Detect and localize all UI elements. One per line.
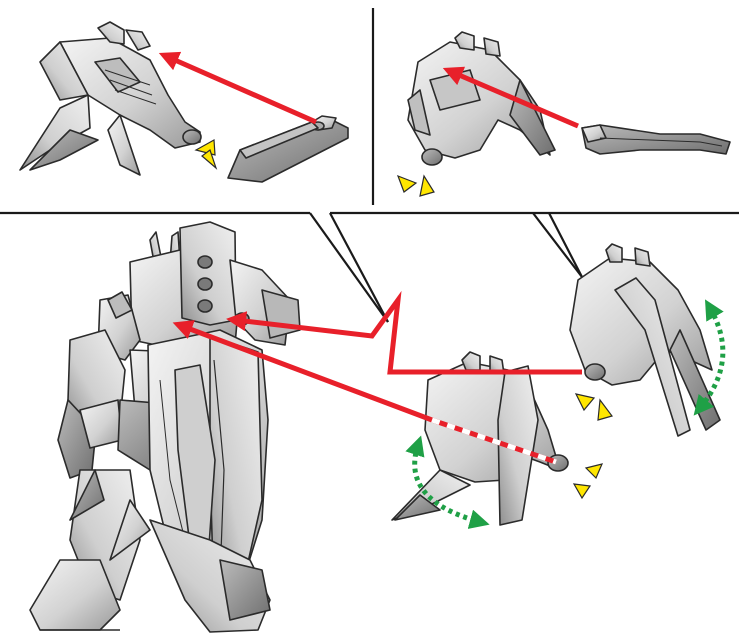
insert-arrow-top-left	[168, 57, 316, 122]
detached-shoulder-part	[570, 244, 720, 436]
yellow-triangle-icon	[598, 400, 612, 420]
long-arm-part	[582, 125, 730, 154]
shoulder-wing-part	[20, 22, 201, 175]
yellow-triangle-icon	[398, 176, 416, 192]
arm-piece-part	[228, 116, 348, 182]
callout-left-edge-a	[310, 213, 388, 322]
top-left-panel	[20, 22, 348, 182]
callout-left-edge-b	[330, 213, 388, 322]
robot-figure	[30, 222, 300, 632]
top-right-panel	[398, 32, 730, 196]
yellow-triangle-icon	[576, 394, 594, 410]
callout-right-edge-b	[549, 213, 582, 277]
callout-right-edge-a	[533, 213, 582, 277]
yellow-triangle-icon	[574, 484, 590, 498]
shoulder-right-part	[408, 32, 555, 165]
yellow-triangle-icon	[586, 464, 602, 478]
yellow-triangle-icon	[420, 176, 434, 196]
